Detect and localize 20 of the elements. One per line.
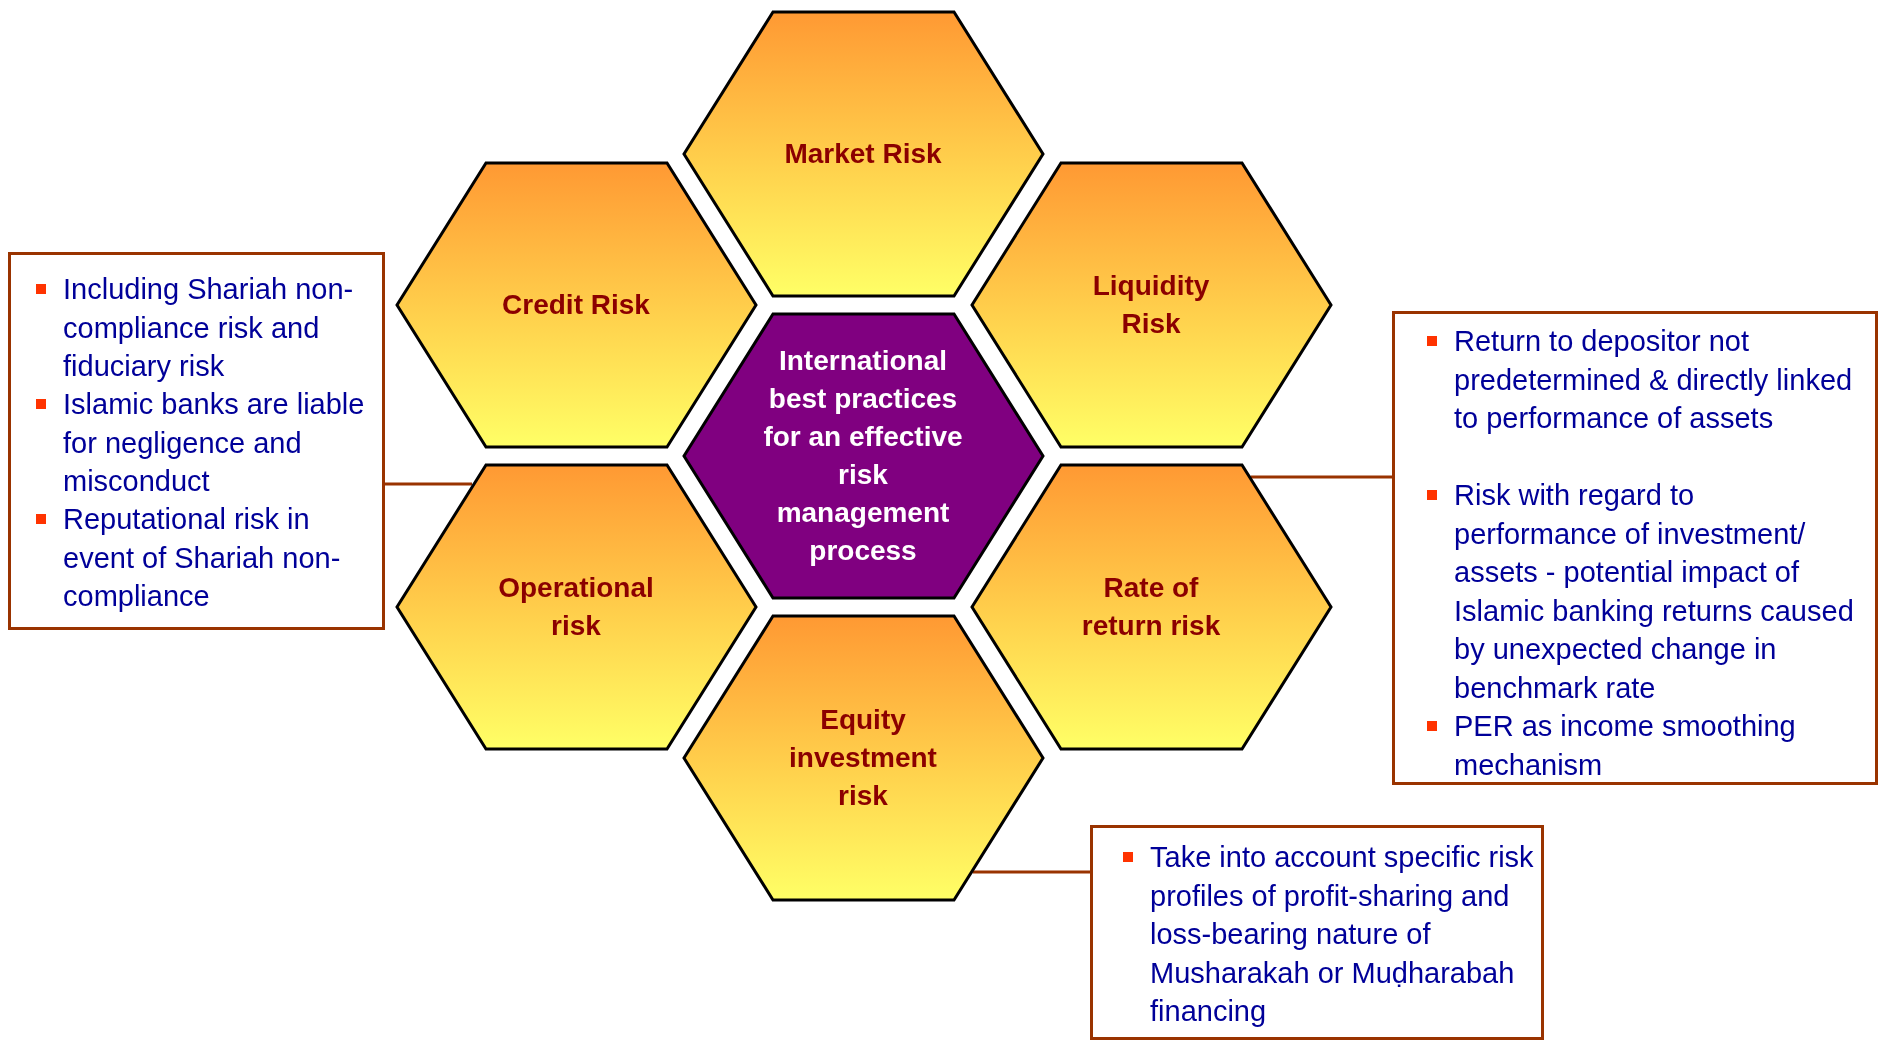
- bullet-text: Reputational risk in event of Shariah non-compliance: [63, 502, 342, 614]
- hexagon-label: Equity investment risk: [788, 703, 938, 813]
- hexagon-label: Rate of return risk: [1080, 571, 1222, 643]
- bullet-text: Take into account specific risk profiles of profit-sharing and loss-bearing nature of Musharakah or Muḍharabah financing: [1150, 840, 1535, 1029]
- callout-box: [1090, 825, 1544, 1040]
- hexagon-label: Credit Risk: [501, 288, 651, 322]
- callout-box: [1392, 311, 1878, 785]
- hexagon-label: Liquidity Risk: [1091, 269, 1211, 341]
- callout-box: [8, 252, 385, 630]
- hexagon-label: Operational risk: [497, 571, 655, 643]
- leader-line: [385, 482, 472, 486]
- hexagon-label: Market Risk: [783, 137, 943, 171]
- bullet-text: PER as income smoothing mechanism: [1454, 709, 1797, 783]
- bullet-text: Including Shariah non-compliance risk and fiduciary risk: [63, 272, 355, 384]
- bullet-text: Islamic banks are liable for negligence and misconduct: [63, 387, 366, 499]
- leader-line: [972, 870, 1090, 874]
- leader-line: [1250, 475, 1392, 479]
- hexagon-label: International best practices for an effective risk management process: [762, 344, 964, 568]
- bullet-text: Return to depositor not predetermined & directly linked to performance of assets: [1454, 324, 1854, 436]
- bullet-text: Risk with regard to performance of investment/ assets - potential impact of Islamic banking returns caused by unexpected change in benchmark rate: [1454, 478, 1855, 706]
